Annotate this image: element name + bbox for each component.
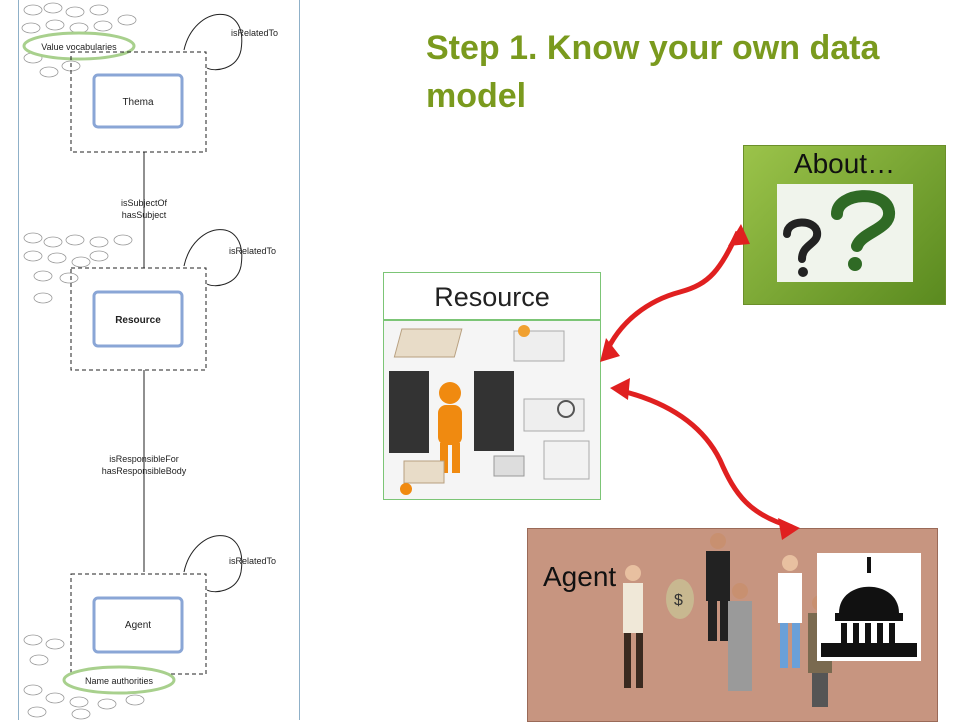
people-clipart: $ [623, 533, 832, 707]
slide-title: Step 1. Know your own data model [426, 29, 880, 115]
agent-label: Agent [543, 561, 617, 592]
svg-text:$: $ [674, 592, 683, 609]
value-vocabularies-cluster [21, 2, 137, 78]
money-bag-icon: $ [666, 579, 694, 619]
left-model-panel: Value vocabularies Thema isRelatedTo isS… [18, 0, 300, 720]
about-box: About… [743, 145, 946, 305]
name-authorities-label: Name authorities [85, 676, 154, 686]
about-label: About… [793, 148, 896, 179]
agent-node-label: Agent [125, 620, 151, 631]
resource-cluster [23, 232, 133, 304]
arrow-resource-about [602, 230, 741, 356]
resource-node [92, 290, 184, 348]
question-mark-image [777, 184, 913, 282]
thema-container [70, 51, 207, 153]
capitol-building-image [817, 553, 921, 661]
resource-self-arrow [183, 229, 243, 287]
resource-clipart [383, 320, 601, 500]
thema-node [92, 73, 184, 129]
edge1-label-b: hasSubject [122, 210, 167, 220]
person-worker [728, 583, 752, 691]
agent-node [92, 596, 184, 654]
resource-label: Resource [383, 272, 601, 320]
resource-node-label: Resource [115, 315, 161, 326]
arrow-head-resource-top [600, 338, 620, 362]
model-diagram: Value vocabularies Thema isRelatedTo isS… [21, 2, 278, 720]
arrow-head-resource-bottom [610, 378, 630, 400]
name-authorities-ellipse [62, 665, 176, 695]
person-doctor [778, 555, 802, 668]
thema-relation-label: isRelatedTo [231, 28, 278, 38]
thema-label: Thema [122, 97, 154, 108]
edge1-label-a: isSubjectOf [121, 198, 168, 208]
person-woman [623, 565, 643, 688]
edge2-label-b: hasResponsibleBody [102, 466, 187, 476]
person-businessman [706, 533, 730, 641]
edge2-label-a: isResponsibleFor [109, 454, 179, 464]
agent-relation-label: isRelatedTo [229, 556, 276, 566]
name-authorities-cluster [23, 634, 145, 720]
resource-container [70, 267, 207, 371]
arrow-resource-agent [617, 387, 793, 530]
agent-self-arrow [183, 535, 243, 593]
thema-self-arrow [183, 13, 243, 71]
value-vocabularies-label: Value vocabularies [41, 42, 117, 52]
resource-relation-label: isRelatedTo [229, 246, 276, 256]
agent-box: Agent $ [527, 528, 938, 722]
